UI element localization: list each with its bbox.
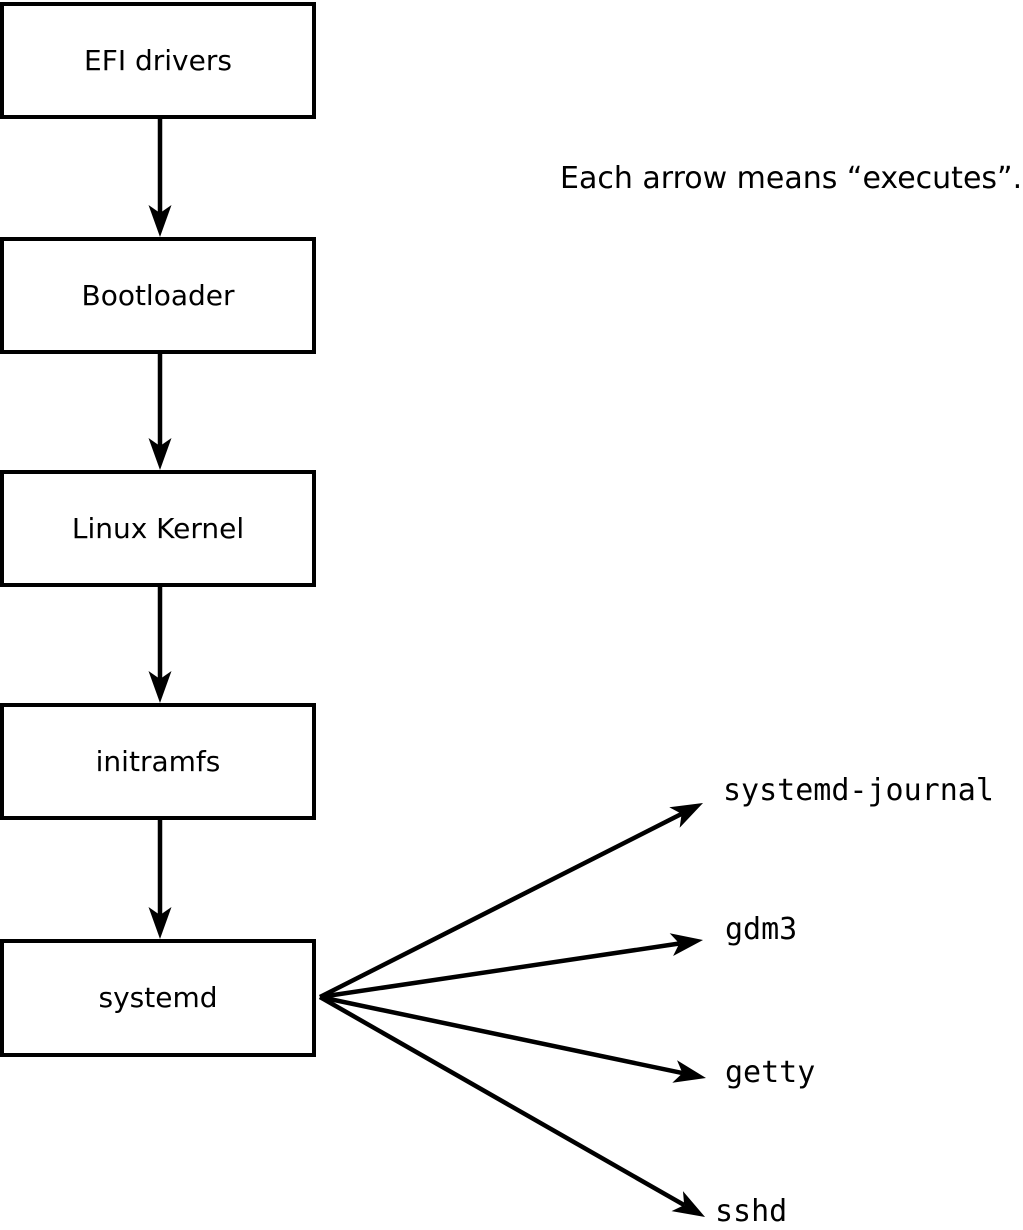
label-sshd: sshd — [715, 1194, 788, 1229]
node-systemd: systemd — [0, 939, 316, 1057]
node-bootloader: Bootloader — [0, 237, 316, 354]
arrow-systemd-to-systemd-journal — [318, 803, 704, 1000]
arrow-systemd-to-gdm3 — [319, 933, 704, 1000]
arrow-systemd-to-getty — [319, 994, 706, 1083]
annotation-arrow-meaning: Each arrow means “executes”. — [560, 161, 1023, 196]
node-initramfs: initramfs — [0, 703, 316, 820]
label-gdm3: gdm3 — [725, 912, 798, 947]
node-linux-kernel: Linux Kernel — [0, 470, 316, 587]
arrow-systemd-to-sshd — [318, 995, 706, 1218]
label-systemd-journal: systemd-journal — [723, 773, 994, 808]
node-efi-drivers: EFI drivers — [0, 2, 316, 119]
label-getty: getty — [725, 1055, 816, 1090]
